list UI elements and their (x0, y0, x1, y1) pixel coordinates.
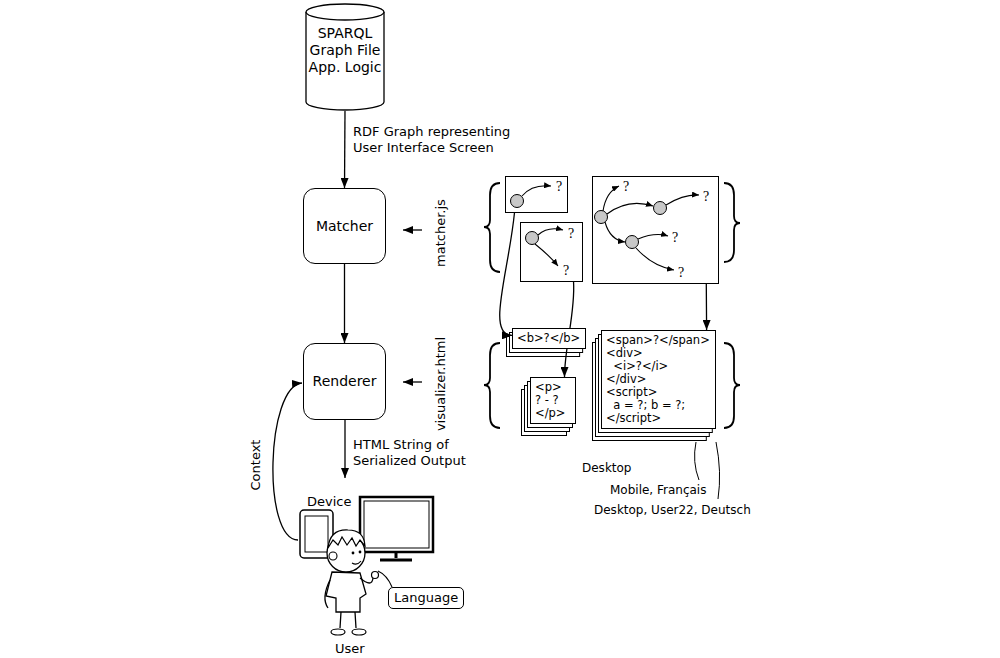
node-text: Language (394, 590, 458, 606)
context-note: Mobile, Français (610, 483, 706, 498)
node-text: Renderer (313, 373, 377, 390)
template-card: <span>?</span><div> <i>?</i></div><scrip… (601, 330, 716, 429)
template-code: <b>?</b> (517, 332, 580, 345)
connector-arrow (706, 284, 708, 330)
part-name: Device (307, 494, 351, 510)
arrows (273, 230, 422, 540)
flow-label: Context (248, 440, 264, 491)
graph-pattern-box: ? (505, 176, 568, 213)
template-code: <i>?</i> (606, 360, 710, 373)
template-code: </p> (535, 407, 570, 420)
file-name: visualizer.html (433, 337, 449, 431)
graph-pattern-box: ???? (592, 176, 719, 284)
graph-patterns (511, 186, 700, 270)
template-code: </script> (606, 412, 710, 425)
template-card: <p>? - ?</p> (530, 377, 576, 424)
flow-label: HTML String of Serialized Output (353, 437, 483, 469)
node-text: Matcher (316, 218, 373, 235)
context-note: Desktop (582, 461, 632, 476)
callout-box: Language (388, 587, 464, 609)
connector-arrow (344, 264, 345, 343)
template-card: <b>?</b> (512, 328, 586, 349)
template-code: <p> (535, 381, 570, 394)
template-code: <script> (606, 386, 710, 399)
template-code: </div> (606, 373, 710, 386)
template-code: ? - ? (535, 394, 570, 407)
part-name: User (335, 641, 365, 657)
database-cylinder: SPARQL Graph File App. Logic (305, 3, 385, 111)
context-note: Desktop, User22, Deutsch (594, 503, 751, 518)
edge-label: RDF Graph representing User Interface Sc… (353, 124, 541, 156)
graph-pattern-box: ?? (520, 222, 583, 282)
file-name: matcher.js (433, 199, 449, 267)
template-code: <span>?</span> (606, 334, 710, 347)
connector-arrow (500, 213, 515, 335)
process-box: Renderer (303, 343, 386, 420)
process-box: Matcher (303, 188, 386, 264)
template-code: <div> (606, 347, 710, 360)
device-and-user (300, 497, 433, 635)
connector-arrow (344, 111, 346, 188)
template-code: a = ?; b = ?; (606, 399, 710, 412)
node-text: SPARQL Graph File App. Logic (303, 25, 387, 76)
stacked-card (510, 333, 583, 353)
braces (484, 183, 740, 428)
